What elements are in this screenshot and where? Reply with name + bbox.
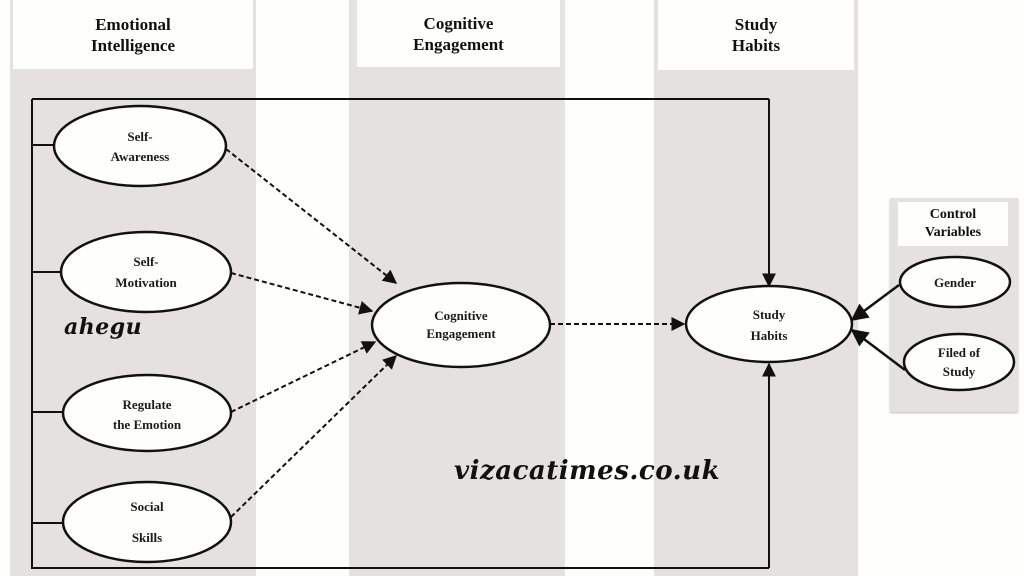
node-self-awareness: Self- Awareness: [52, 104, 228, 188]
node-social-skills-line-1: Social: [130, 499, 164, 514]
node-gender: Gender: [898, 255, 1012, 309]
node-self-motivation-line-2: Motivation: [115, 275, 177, 290]
header-cognitive-engagement: Cognitive Engagement: [357, 0, 560, 67]
node-cognitive-engagement-line-2: Engagement: [426, 326, 496, 341]
edge-field-of-study-to-study-habits: [850, 328, 906, 371]
edge-gender-to-study-habits: [850, 283, 900, 322]
node-cognitive-engagement: Cognitive Engagement: [370, 281, 552, 369]
frame-outline: [31, 99, 769, 569]
node-cognitive-engagement-line-1: Cognitive: [434, 308, 488, 323]
edge-social-skills-to-cognitive-engagement: [230, 355, 398, 518]
node-field-of-study-line-1: Filed of: [938, 345, 981, 360]
node-self-motivation-line-1: Self-: [133, 254, 158, 269]
node-gender-line-1: Gender: [934, 275, 976, 290]
emotional-intelligence-frame: [31, 98, 769, 569]
node-regulate-emotion-line-2: the Emotion: [113, 417, 182, 432]
node-self-motivation-shape: [59, 230, 233, 314]
node-field-of-study: Filed of Study: [902, 332, 1016, 392]
node-self-awareness-line-1: Self-: [127, 129, 152, 144]
edge-self-awareness-to-cognitive-engagement: [225, 148, 398, 284]
node-study-habits-shape: [684, 284, 854, 364]
control-variables-header: Control Variables: [898, 202, 1008, 246]
header-study-habits: Study Habits: [658, 0, 854, 70]
node-self-motivation: Self- Motivation: [59, 230, 233, 314]
node-field-of-study-shape: [902, 332, 1016, 392]
node-regulate-emotion: Regulate the Emotion: [61, 373, 233, 453]
node-self-awareness-line-2: Awareness: [111, 149, 170, 164]
watermark-ahegu: ahegu: [64, 314, 143, 340]
header-emotional-intelligence: Emotional Intelligence: [13, 0, 253, 69]
node-social-skills: Social Skills: [61, 480, 233, 564]
node-study-habits-line-2: Habits: [751, 328, 788, 343]
edge-regulate-emotion-to-cognitive-engagement: [230, 341, 377, 413]
node-regulate-emotion-shape: [61, 373, 233, 453]
node-social-skills-line-2: Skills: [132, 530, 162, 545]
edge-self-motivation-to-cognitive-engagement: [230, 272, 374, 315]
watermark-vizacatimes: vizacatimes.co.uk: [454, 456, 721, 486]
node-cognitive-engagement-shape: [370, 281, 552, 369]
node-study-habits: Study Habits: [684, 284, 854, 364]
node-gender-shape: [898, 255, 1012, 309]
node-social-skills-shape: [61, 480, 233, 564]
node-field-of-study-line-2: Study: [943, 364, 976, 379]
node-self-awareness-shape: [52, 104, 228, 188]
node-regulate-emotion-line-1: Regulate: [122, 397, 171, 412]
node-study-habits-line-1: Study: [753, 307, 786, 322]
